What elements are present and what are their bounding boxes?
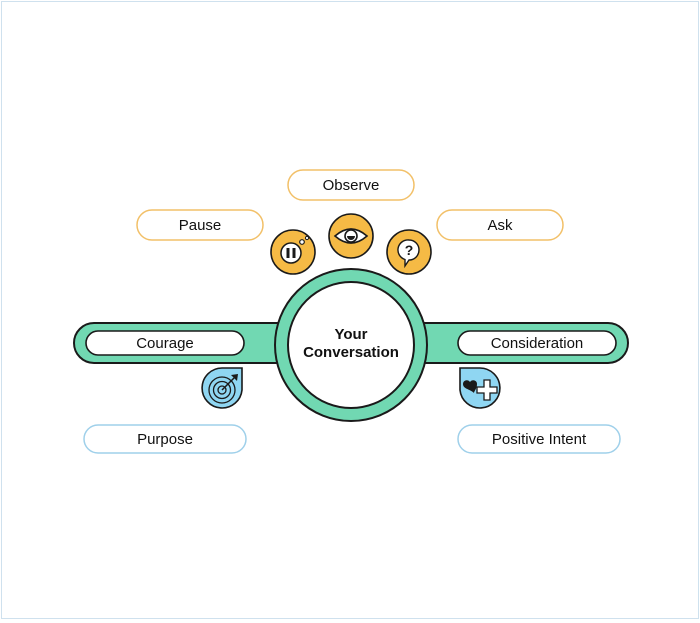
svg-text:?: ? bbox=[405, 242, 414, 258]
eye-icon bbox=[328, 213, 374, 259]
pause-icon bbox=[270, 229, 316, 275]
ask-label: Ask bbox=[487, 217, 513, 234]
positive-intent-label: Positive Intent bbox=[492, 431, 587, 448]
center-title-line2: Conversation bbox=[303, 344, 399, 361]
center-title-line1: Your bbox=[334, 326, 367, 343]
positive-intent-tag: Positive Intent bbox=[457, 424, 621, 454]
purpose-tag: Purpose bbox=[83, 424, 247, 454]
consideration-pill: Consideration bbox=[457, 330, 617, 356]
observe-tag: Observe bbox=[287, 169, 415, 201]
ask-tag: Ask bbox=[436, 209, 564, 241]
center-ring bbox=[274, 268, 428, 422]
pause-label: Pause bbox=[179, 217, 222, 234]
target-icon bbox=[201, 367, 243, 409]
courage-label: Courage bbox=[136, 335, 194, 352]
question-bubble-icon: ? bbox=[386, 229, 432, 275]
heart-plus-icon bbox=[459, 367, 501, 409]
purpose-label: Purpose bbox=[137, 431, 193, 448]
consideration-label: Consideration bbox=[491, 335, 584, 352]
courage-pill: Courage bbox=[85, 330, 245, 356]
observe-label: Observe bbox=[323, 177, 380, 194]
pause-tag: Pause bbox=[136, 209, 264, 241]
